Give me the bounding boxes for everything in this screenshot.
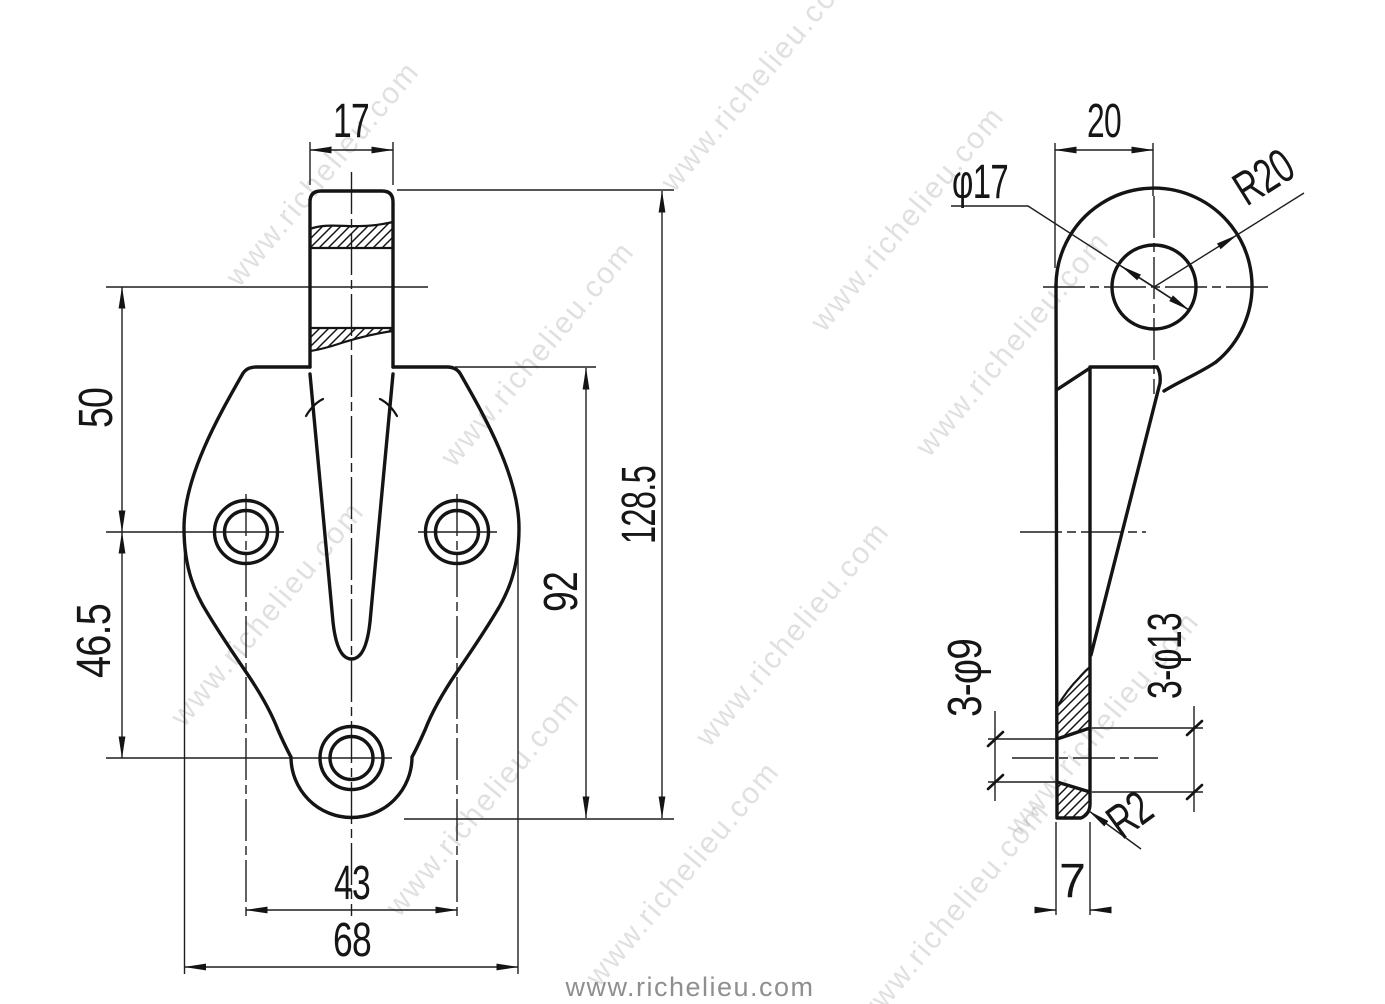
dim-stem-width: 17 (333, 95, 369, 148)
ledge-back-edge (1056, 366, 1092, 391)
dim-front-holes: 3-φ9 (939, 639, 992, 717)
watermark-text: www.richelieu.com (849, 795, 1056, 1004)
dim-overall-width: 68 (333, 914, 371, 967)
front-hole-dia-dim: 3-φ9 (939, 639, 1056, 801)
tongue-outline (308, 372, 395, 661)
dim-eye-width: 20 (1087, 95, 1121, 148)
tongue-barb-right (378, 397, 399, 418)
dim-overall-height: 128.5 (613, 466, 666, 544)
front-holes (212, 498, 491, 792)
watermark-text: www.richelieu.com (579, 755, 786, 993)
dim-eye-hole: φ17 (952, 156, 1008, 209)
eye-outer-arc (1054, 186, 1254, 364)
hole-right-bore (433, 508, 481, 556)
dim-eye-radius: R20 (1224, 139, 1303, 216)
watermark-text: www.richelieu.com (219, 55, 426, 293)
watermark-text: www.richelieu.com (654, 0, 861, 198)
eye-hole-circle (1110, 243, 1198, 331)
dim-body-height: 92 (535, 572, 588, 612)
dim-back-holes: 3-φ13 (1139, 613, 1192, 699)
side-section-hatch (1055, 665, 1092, 818)
stem-section-hatch (308, 220, 395, 353)
eye-radius-leader: R20 (1153, 139, 1305, 288)
back-hole-dia-dim: 3-φ13 (1092, 613, 1204, 812)
eye-hole-leader: φ17 (951, 156, 1190, 311)
dim-lower-span: 46.5 (68, 604, 121, 678)
stem-outline (308, 189, 395, 369)
watermark-text: www.richelieu.com (689, 515, 896, 753)
dim-hole-spacing: 43 (334, 857, 370, 910)
tongue-barb-left (304, 397, 325, 418)
hole-bottom-countersink (318, 724, 385, 792)
watermark-text: www.richelieu.com (804, 100, 1011, 338)
hole-left-bore (222, 508, 270, 556)
boss-taper-edge (1089, 365, 1162, 657)
footer-url: www.richelieu.com (564, 972, 814, 1002)
front-dimensions: 17 50 46.5 92 128.5 43 68 (68, 95, 666, 971)
thickness-dim: 7 (1034, 822, 1112, 915)
side-view: 20 φ17 R20 3-φ9 3-φ13 (939, 95, 1305, 915)
dim-thickness: 7 (1059, 855, 1085, 908)
hole-bottom-bore (328, 734, 375, 782)
hole-left-countersink (212, 498, 280, 566)
front-view: 17 50 46.5 92 128.5 43 68 (68, 95, 674, 974)
eye-blend-curve (1162, 360, 1218, 393)
watermark-text: www.richelieu.com (909, 225, 1116, 463)
side-dimensions: 20 φ17 R20 3-φ9 3-φ13 (939, 95, 1305, 915)
bracket-body-outline (182, 365, 521, 820)
hole-right-countersink (423, 498, 491, 566)
watermark-text: www.richelieu.com (434, 235, 641, 473)
front-outline (182, 189, 521, 820)
side-centerlines (1012, 143, 1268, 759)
watermark-text: www.richelieu.com (379, 685, 586, 923)
dim-upper-span: 50 (70, 388, 123, 428)
